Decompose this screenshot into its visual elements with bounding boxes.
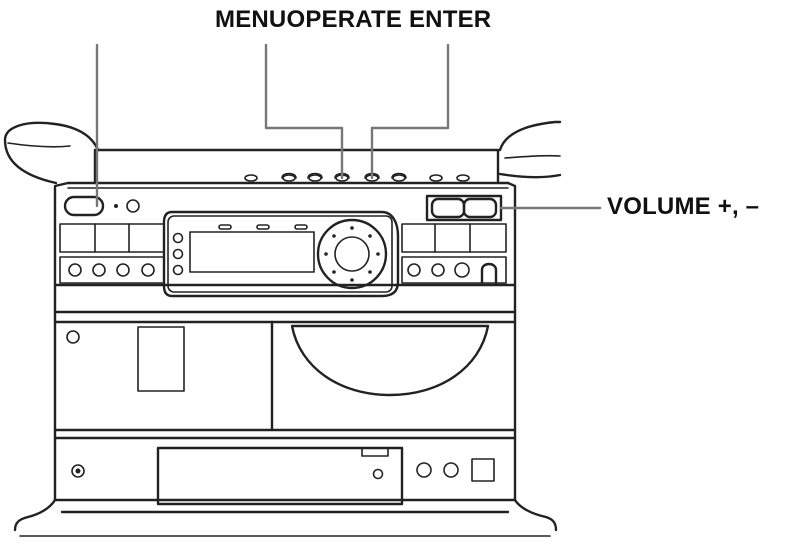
left-button-block (59, 223, 165, 284)
enter-callout-line (370, 43, 450, 180)
round-button[interactable] (454, 262, 470, 278)
volume-minus-button[interactable] (462, 197, 498, 219)
cd-lid[interactable] (290, 324, 490, 397)
bottom-tray (156, 446, 404, 506)
main-body (53, 181, 517, 502)
volume-plus-button[interactable] (430, 197, 466, 219)
headphone-jack (480, 262, 498, 285)
sensor-icon (126, 199, 140, 213)
right-handle (498, 120, 562, 179)
left-handle (3, 121, 100, 185)
top-button[interactable] (456, 174, 470, 182)
volume-label: VOLUME +, – (607, 193, 760, 220)
round-button[interactable] (443, 462, 459, 478)
round-button[interactable] (431, 263, 445, 277)
power-area (63, 195, 140, 217)
top-button[interactable] (282, 174, 296, 182)
small-button[interactable] (172, 264, 184, 276)
top-button[interactable] (244, 174, 258, 182)
jog-dial-center[interactable] (334, 236, 370, 272)
display-unit (162, 210, 400, 298)
eject-button[interactable] (66, 330, 80, 344)
power-button[interactable] (63, 195, 105, 217)
cassette-deck (66, 326, 185, 392)
small-button[interactable] (172, 232, 184, 244)
cassette-window (137, 326, 185, 392)
menu-operate-enter-label: MENUOPERATE ENTER (215, 6, 492, 33)
tray-button[interactable] (372, 468, 384, 480)
bottom-panel (71, 446, 495, 506)
display-button[interactable] (218, 224, 232, 230)
tray-slot (361, 447, 389, 457)
small-button[interactable] (172, 248, 184, 260)
top-button[interactable] (308, 174, 322, 182)
top-panel (66, 148, 510, 189)
round-button[interactable] (407, 263, 421, 277)
square-button[interactable] (471, 458, 495, 482)
jog-dial[interactable] (316, 218, 388, 290)
round-button[interactable] (116, 263, 130, 277)
top-button-row (244, 172, 470, 182)
lcd-display (189, 231, 315, 273)
menu-callout-line (264, 43, 344, 180)
round-button[interactable] (68, 263, 82, 277)
volume-area (425, 194, 503, 222)
display-button[interactable] (256, 224, 270, 230)
indicator-dot (114, 204, 118, 208)
cd-compartment (290, 324, 490, 397)
round-button[interactable] (92, 263, 106, 277)
top-button[interactable] (392, 174, 406, 182)
base (13, 498, 558, 537)
display-button[interactable] (294, 224, 308, 230)
right-button-block (401, 223, 507, 285)
top-button[interactable] (429, 174, 443, 182)
round-button[interactable] (416, 462, 432, 478)
round-button[interactable] (141, 263, 155, 277)
callout-lines (95, 43, 602, 210)
